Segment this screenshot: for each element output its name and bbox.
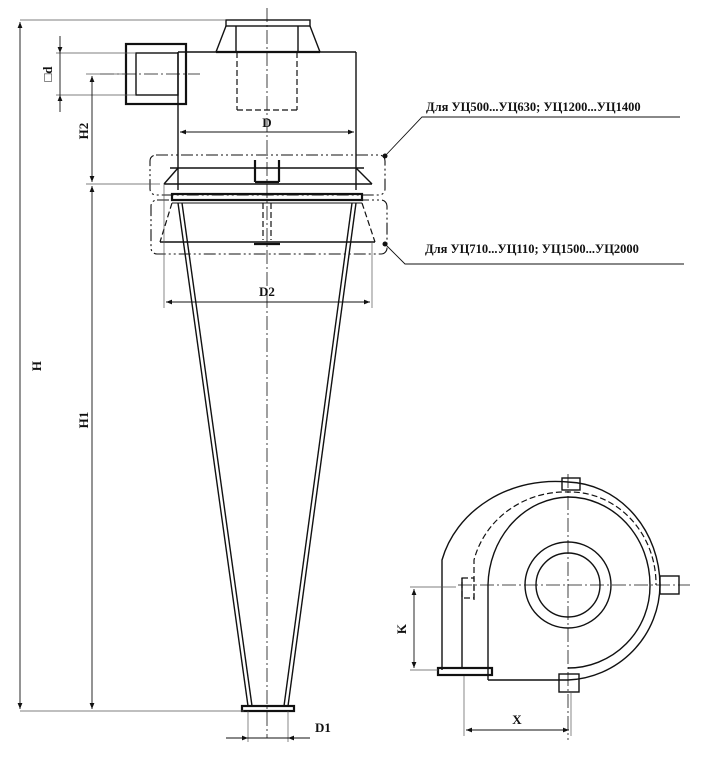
- top-view: K X: [394, 474, 690, 740]
- lower-support-variant: [150, 199, 388, 255]
- cone: [177, 202, 357, 713]
- cylinder-body: [177, 51, 357, 190]
- volute-outer: [441, 480, 661, 681]
- label-D1: D1: [315, 720, 331, 735]
- outlet-ring-inner: [535, 552, 601, 618]
- label-x: X: [512, 712, 522, 727]
- label-d: □d: [40, 66, 55, 82]
- outlet-ring-outer: [524, 541, 612, 629]
- label-h2: H2: [76, 123, 91, 140]
- label-h1: H1: [76, 412, 91, 429]
- top-outlet: [215, 19, 321, 111]
- label-D2: D2: [259, 284, 275, 299]
- side-view: H H1 H2 □d D D2 D1 Для УЦ500...УЦ630; УЦ…: [17, 8, 684, 742]
- callout-lower: Для УЦ710...УЦ110; УЦ1500...УЦ2000: [425, 242, 639, 256]
- upper-support-variant: [149, 154, 386, 196]
- label-h: H: [29, 361, 44, 371]
- label-D: D: [262, 115, 271, 130]
- label-k: K: [394, 623, 409, 634]
- callout-upper: Для УЦ500...УЦ630; УЦ1200...УЦ1400: [426, 100, 641, 114]
